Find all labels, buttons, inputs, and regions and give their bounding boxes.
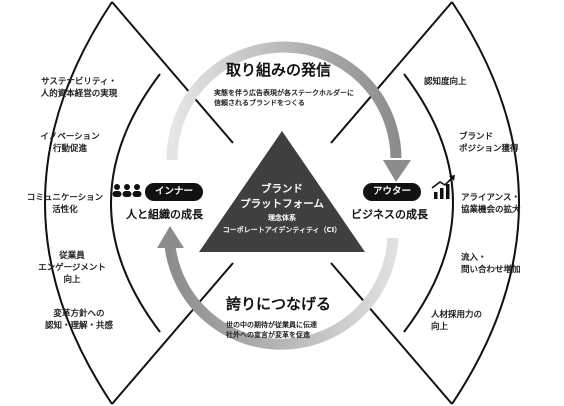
top-cycle-arrow [166,41,402,161]
inner-label: 人と組織の成長 [126,208,203,221]
x-line-tr [330,1,453,144]
outer-item-1: 認知度向上 [424,77,467,87]
top-desc-line-2: 信頼されるブランドをつくる [214,99,305,107]
inner-item-2: イノベーション 行動促進 [40,132,100,154]
top-title: 取り組みの発信 [226,61,332,79]
outer-item-4: 流入・ 問い合わせ増加 [461,253,521,275]
inner-item-5: 変革方針への 認知・理解・共感 [44,309,113,331]
center-sub-line-1: 理念体系 [268,214,296,222]
left-inner-arc [110,73,161,333]
bottom-title: 誇りにつなげる [226,295,332,313]
inner-item-4: 従業員 エンゲージメント 向上 [38,251,106,285]
right-inner-arc [403,73,454,333]
inner-pill: インナー [145,183,203,201]
x-line-tl [111,1,234,144]
left-outer-arc [44,1,113,405]
outer-item-5: 人材採用力の 向上 [431,310,483,332]
people-icon [112,184,142,197]
outer-pill: アウター [363,183,421,201]
center-title-line-2: プラットフォーム [240,198,324,210]
growth-chart-icon [431,175,455,199]
bottom-arrow-head [157,226,184,248]
outer-item-3: アライアンス・ 協業機会の拡大 [461,193,521,215]
brand-platform-triangle [199,131,365,252]
outer-label: ビジネスの成長 [351,208,428,221]
bottom-desc-line-1: 世の中の期待が従業員に伝達 [226,321,317,329]
center-title-line-1: ブランド [261,183,303,195]
x-line-bl [111,262,234,405]
bottom-cycle-arrow [164,237,399,350]
top-arrow-head [383,160,411,182]
inner-item-3: コミュニケーション 活性化 [26,193,104,215]
bottom-desc-line-2: 社外への宣言が変革を促進 [226,331,310,339]
top-desc-line-1: 実態を伴う広告表現が各ステークホルダーに [214,89,354,97]
x-line-br [330,262,453,405]
right-outer-arc [451,1,520,405]
inner-item-1: サステナビリティ・ 人的資本経営の実現 [40,77,118,99]
outer-item-2: ブランド ポジション獲得 [459,132,519,154]
center-sub-line-2: コーポレートアイデンティティ（CI） [222,226,342,234]
